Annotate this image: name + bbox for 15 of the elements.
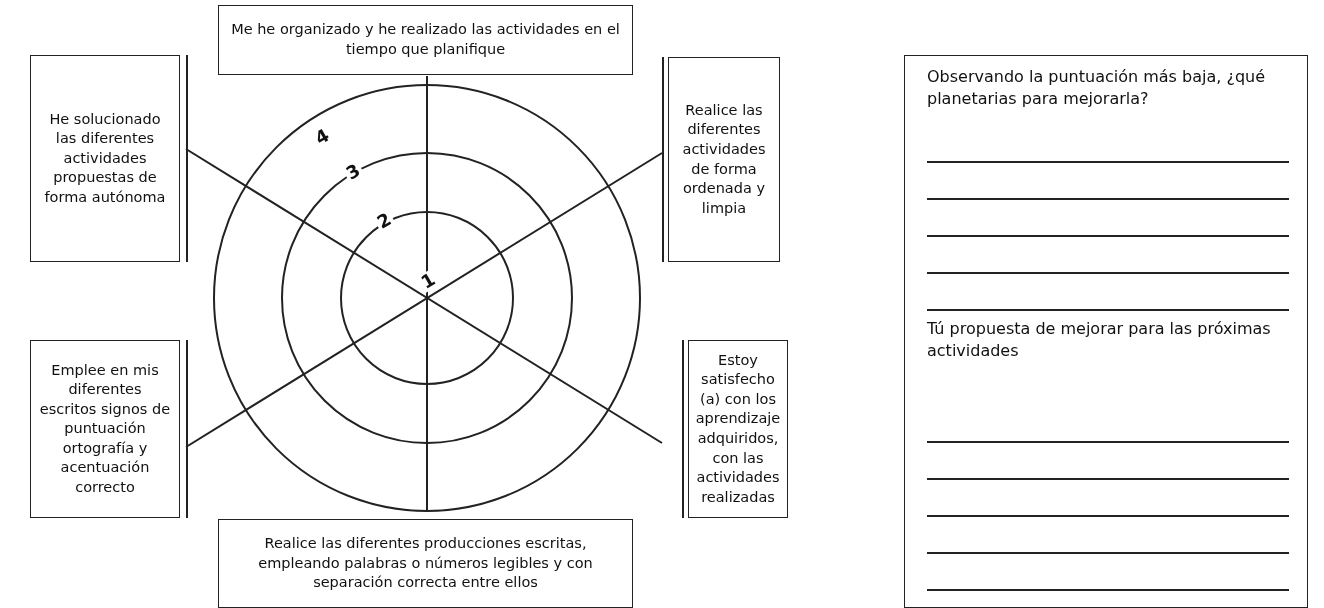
criterion-text: Realice las diferentes producciones escritas, empleando palabras o números legibles y con separación correcta entre ellos: [257, 534, 594, 593]
criterion-text: Emplee en mis diferentes escritos signos de puntuación ortografía y acentuación correcto: [39, 360, 171, 497]
criterion-text: Me he organizado y he realizado las actividades en el tiempo que planifique: [230, 20, 621, 59]
criterion-box: [30, 55, 180, 262]
criterion-text: He solucionado las diferentes actividades propuestas de forma autónoma: [43, 109, 167, 207]
criterion-box: [218, 519, 633, 608]
criterion-box: [668, 57, 780, 262]
criterion-box: [30, 340, 180, 518]
criterion-text: Estoy satisfecho (a) con los aprendizaje adquiridos, con las actividades realizadas: [695, 350, 781, 507]
question-text: Observando la puntuación más baja, ¿qué planetarias para mejorarla?: [927, 66, 1267, 110]
question-text: Tú propuesta de mejorar para las próximas actividades: [927, 318, 1272, 362]
criterion-box: [218, 5, 633, 75]
answer-panel: [904, 55, 1308, 608]
criterion-text: Realice las diferentes actividades de forma ordenada y limpia: [681, 100, 767, 218]
criterion-box: [688, 340, 788, 518]
